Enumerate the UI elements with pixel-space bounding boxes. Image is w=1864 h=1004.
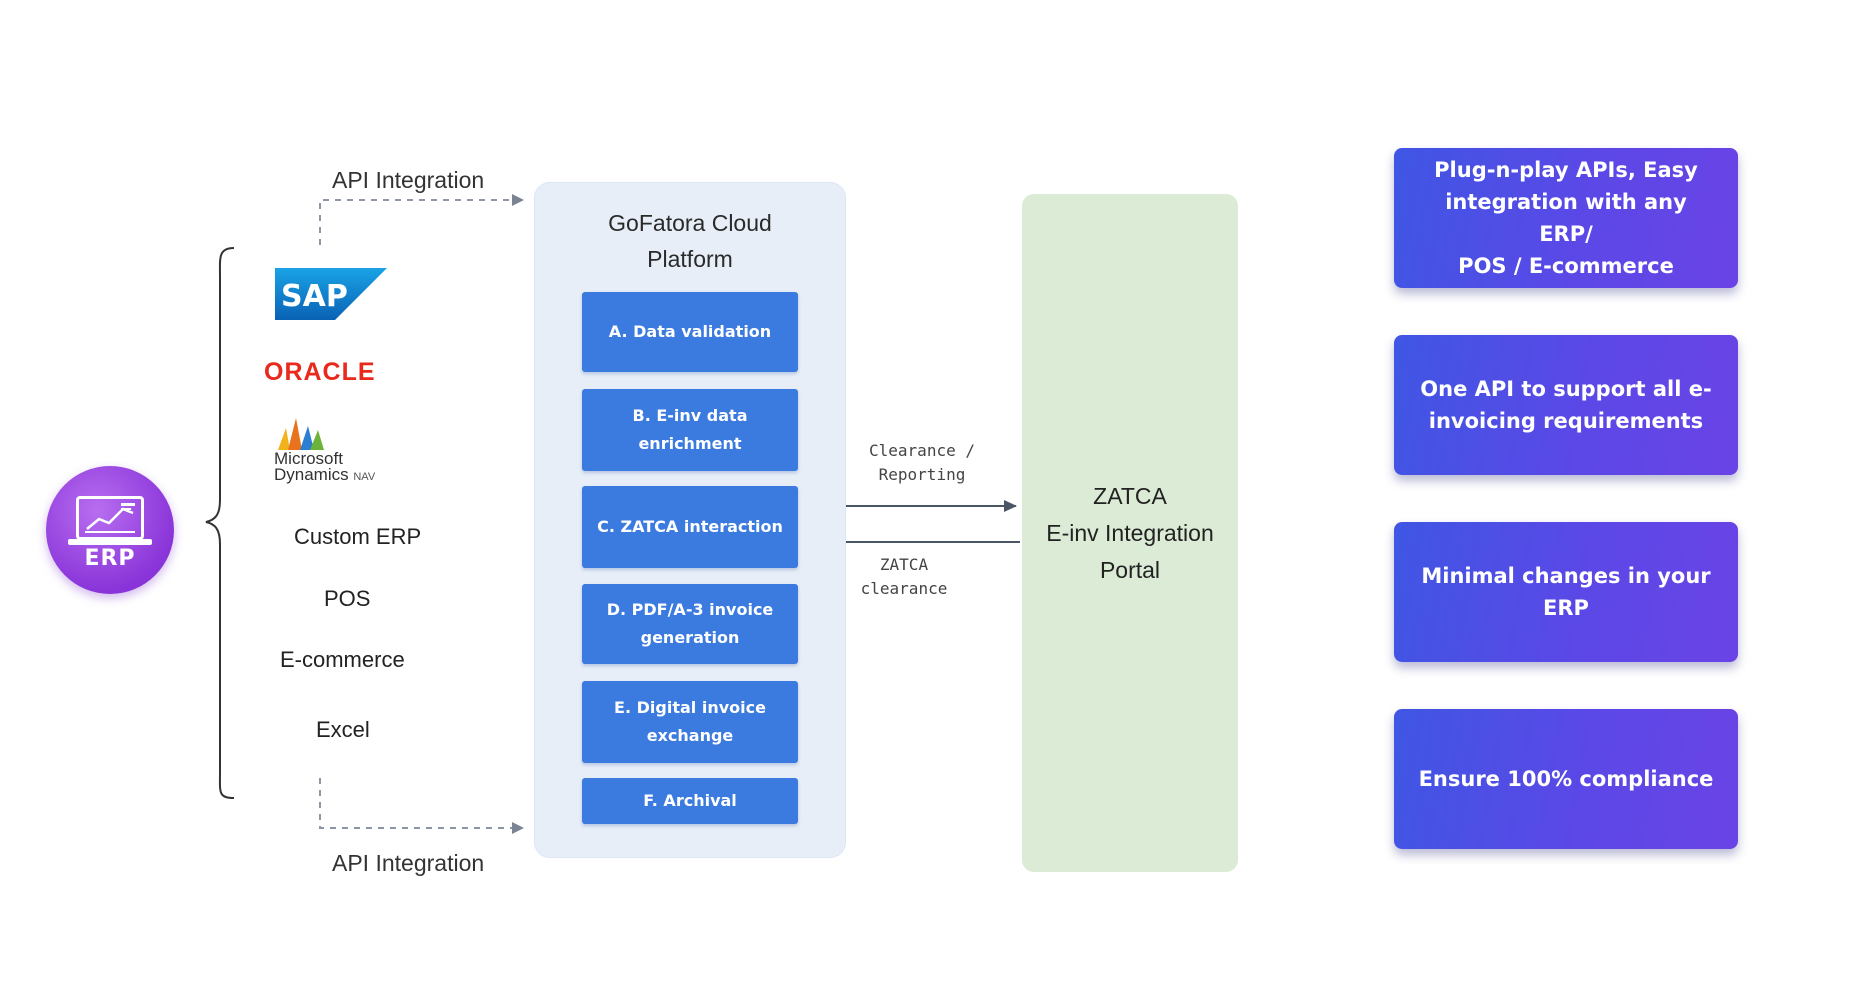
api-integration-bottom-label: API Integration (332, 850, 485, 876)
source-excel: Excel (316, 717, 370, 742)
step-zatca-interaction: C. ZATCA interaction (582, 486, 798, 568)
step-archival: F. Archival (582, 778, 798, 824)
source-ecommerce: E-commerce (280, 647, 405, 672)
source-custom-erp: Custom ERP (294, 524, 422, 549)
flow-label-zatca-clearance: ZATCA clearance (860, 555, 948, 598)
erp-badge-label: ERP (84, 546, 136, 571)
oracle-logo: ORACLE (264, 358, 376, 386)
sap-logo-text: SAP (281, 279, 348, 314)
laptop-chart-icon (76, 496, 144, 540)
cloud-title: GoFatora Cloud Platform (608, 210, 772, 272)
laptop-base (68, 539, 152, 545)
api-integration-top-label: API Integration (332, 167, 485, 193)
benefit-one-api: One API to support all e-invoicing requi… (1394, 335, 1738, 475)
erp-badge: ERP (46, 466, 174, 594)
api-integration-top-line (319, 194, 524, 245)
flow-label-clearance-reporting: Clearance / Reporting (869, 441, 975, 484)
step-data-validation: A. Data validation (582, 292, 798, 372)
curly-brace (205, 247, 235, 799)
source-pos: POS (324, 586, 371, 611)
microsoft-dynamics-logo: Microsoft Dynamics NAV (274, 410, 404, 484)
api-integration-bottom-line (319, 778, 524, 834)
zatca-portal-title: ZATCA E-inv Integration Portal (1046, 483, 1214, 583)
benefit-compliance: Ensure 100% compliance (1394, 709, 1738, 849)
zatca-portal-panel (1022, 194, 1238, 872)
sap-logo: SAP (275, 268, 387, 320)
